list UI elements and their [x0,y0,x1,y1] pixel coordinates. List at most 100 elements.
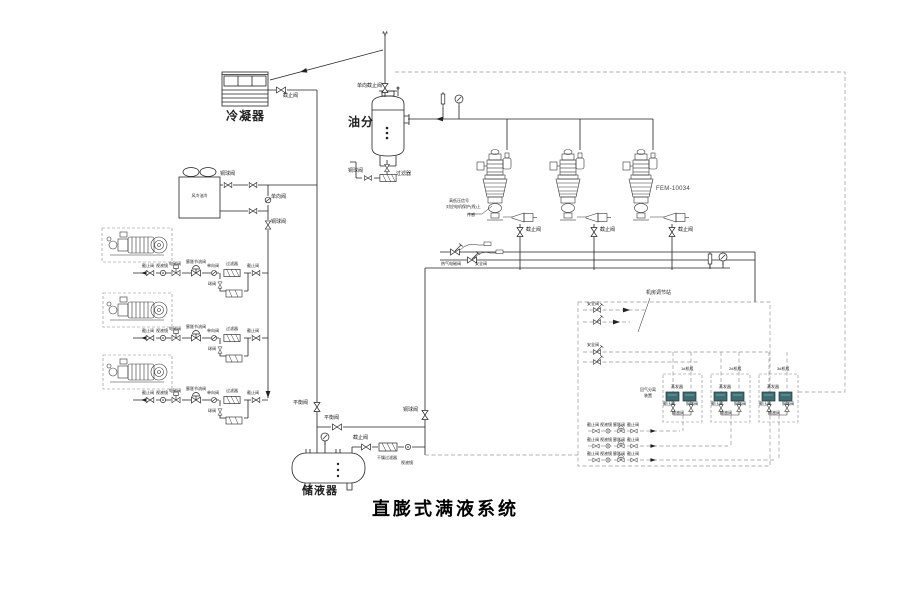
valve-label: 安全阀 [587,301,599,306]
valve-label: 电磁阀 [169,388,181,393]
valve-label: 铜球阀 [220,171,236,177]
left-compressor-units [106,231,168,383]
valve-label: 截止阀 [663,401,675,406]
valve-label: 铜球阀 [734,401,746,406]
copper-ball-valve-icon [248,182,258,188]
drier-filter-icon [378,442,398,452]
valve-label: 安全阀 [587,342,599,347]
balance-valve-icon [332,423,342,431]
valve-label: 过滤器 [396,171,412,177]
flow-arrow-icon [623,307,630,313]
valve-label: 膨胀节流阀 [186,386,206,391]
signal-note: 高低压信号 [449,198,469,203]
valve-label: 截止阀 [627,451,639,456]
valve-label: 铜球阀 [686,401,698,406]
stop-valve-icon [590,227,598,237]
unit-label: 3#机组 [777,366,790,371]
valve-label: 截止阀 [587,451,599,456]
valve-label: 过滤器 [226,326,238,331]
valve-label: 平衡阀 [324,415,340,421]
valve-label: 过滤器 [226,261,238,266]
valve-label: 膨胀阀 [613,422,625,427]
valve-label: 截止阀 [627,422,639,427]
suction-device-note: 装置 [644,393,652,398]
copper-ball-valve-icon [364,175,372,181]
flow-arrow-icon [299,67,308,75]
valve-label: 排液阀 [768,410,780,415]
valve-label: 截止阀 [600,227,616,233]
valve-label: 截止阀 [283,93,299,99]
flow-arrow-icon [436,116,443,122]
fan-cooler-label: 风冷油冷 [191,193,208,198]
screw-compressors [476,149,690,223]
valve-label: 截止阀 [587,437,599,442]
diagram-title: 直膨式满液系统 [372,499,519,519]
station-label: 机房调节站 [646,290,672,296]
valve-label: 截止阀 [142,328,154,333]
valve-label: 视液镜 [156,263,168,268]
valve-label: 截止阀 [247,390,259,395]
valve-label: 铜球阀 [403,407,419,413]
equipment-tag: FEM-10034 [656,186,691,192]
evaporator-label: 蒸发器 [671,384,683,389]
valve-label: 单向截止阀 [357,83,383,89]
unit-boxes-dashed [101,227,799,423]
piping-dashed [395,71,846,467]
check-valve-icon [264,196,272,204]
filter-icon [379,174,397,182]
valve-label: 单向阀 [207,390,219,395]
valve-label: 铜球阀 [271,219,287,225]
condenser-label: 冷凝器 [226,109,266,123]
valve-label: 视液镜 [600,422,612,427]
valve-label: 铜球阀 [782,401,794,406]
stop-valve-icon [668,227,676,237]
copper-ball-valve-icon [264,220,272,230]
valve-label: 球阀 [208,346,216,351]
thermometer-icon [707,251,713,270]
liquid-receiver [291,441,366,491]
condenser [221,71,269,107]
unit-label: 1#机组 [681,366,694,371]
valve-label: 视液镜 [401,460,413,465]
valve-label: 平衡阀 [293,400,309,406]
valve-label: 截止阀 [142,390,154,395]
valve-label: 截止阀 [526,227,542,233]
valve-label: 干燥过滤器 [377,455,397,460]
valve-label: 截止阀 [247,263,259,268]
valve-label: 视液镜 [156,328,168,333]
pressure-gauge-icon [718,252,728,266]
valve-label: 球阀 [208,281,216,286]
evaporator-units [665,392,792,415]
valve-label: 视液镜 [600,437,612,442]
valve-label: 电磁阀 [169,261,181,266]
valve-label: 膨胀阀 [613,451,625,456]
piping-solid [133,30,756,455]
copper-ball-valve-icon [223,182,233,188]
sight-glass-icon [404,443,412,451]
evaporator-label: 蒸发器 [767,384,779,389]
valve-label: 截止阀 [247,328,259,333]
safety-valve-icon [593,315,603,324]
stop-valve-icon [516,227,524,237]
valve-label: 截止阀 [353,435,369,441]
copper-ball-valve-icon [248,208,258,214]
pressure-gauge-icon [454,94,464,108]
safety-valve-icon [593,355,603,364]
valve-label: 截止阀 [759,401,771,406]
valve-label: 膨胀节流阀 [186,324,206,329]
valve-label: 截止阀 [587,422,599,427]
oil-separator-label: 油分 [348,115,375,129]
valve-label: 单向阀 [207,328,219,333]
thermometer-icon [440,91,446,110]
sensor-note: 传感 [467,212,475,217]
valve-label: 视液镜 [156,390,168,395]
valve-label: 截止阀 [711,401,723,406]
left-row-valves [141,265,260,424]
valve-label: 过滤器 [226,388,238,393]
signal-note: 对应电机保护(线)上 [446,204,481,209]
valve-label: 电磁阀 [169,326,181,331]
flow-arrow-icon [265,391,271,398]
valve-label: 热气电磁阀 [441,261,461,266]
